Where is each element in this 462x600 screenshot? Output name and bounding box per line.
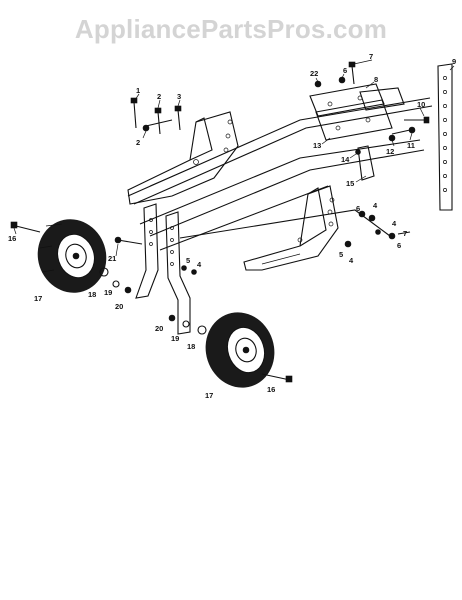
callout-20: 20 [115,302,123,311]
callout-12: 12 [386,147,394,156]
callout-9: 9 [452,57,456,66]
hardware [10,61,430,383]
callout-16: 16 [8,234,16,243]
callout-17: 17 [34,294,42,303]
wheel-upper-left [37,219,107,293]
hitch-plates [309,83,405,141]
leader-lines [13,59,455,257]
callout-19: 19 [171,334,179,343]
latch-parts [355,145,375,181]
wheel-bracket-left [135,203,159,299]
callout-2: 2 [136,138,140,147]
wheel-lower-right [205,312,275,388]
callout-7: 7 [403,229,407,238]
callout-18: 18 [187,342,195,351]
watermark-text: AppliancePartsPros.com [74,14,388,44]
callout-20: 20 [155,324,163,333]
callout-14: 14 [341,155,350,164]
callout-7: 7 [369,52,373,61]
callout-5: 5 [339,250,343,259]
callout-4: 4 [197,260,202,269]
callout-8: 8 [374,75,378,84]
callout-1: 1 [136,86,140,95]
callout-17: 17 [205,391,213,400]
callout-6: 6 [397,241,401,250]
callout-2: 2 [157,92,161,101]
callout-3: 3 [177,92,181,101]
callout-18: 18 [88,290,96,299]
callout-13: 13 [313,141,321,150]
left-side-bracket [127,111,239,205]
callout-6: 6 [356,204,360,213]
callout-4: 4 [392,219,397,228]
callout-10: 10 [417,100,425,109]
callout-11: 11 [407,141,415,150]
callout-4: 4 [373,201,378,210]
callout-6: 6 [343,66,347,75]
callout-22: 22 [310,69,318,78]
callout-4: 4 [349,256,354,265]
vertical-strap [437,63,453,211]
callout-5: 5 [186,256,190,265]
callout-19: 19 [104,288,112,297]
callout-21: 21 [108,254,116,263]
wheel-bracket-right [165,211,191,335]
right-side-bracket [243,185,339,271]
callout-15: 15 [346,179,354,188]
callout-labels: 1 2 3 2 22 6 7 8 9 10 13 12 11 14 15 4 6… [8,52,456,400]
callout-16: 16 [267,385,275,394]
